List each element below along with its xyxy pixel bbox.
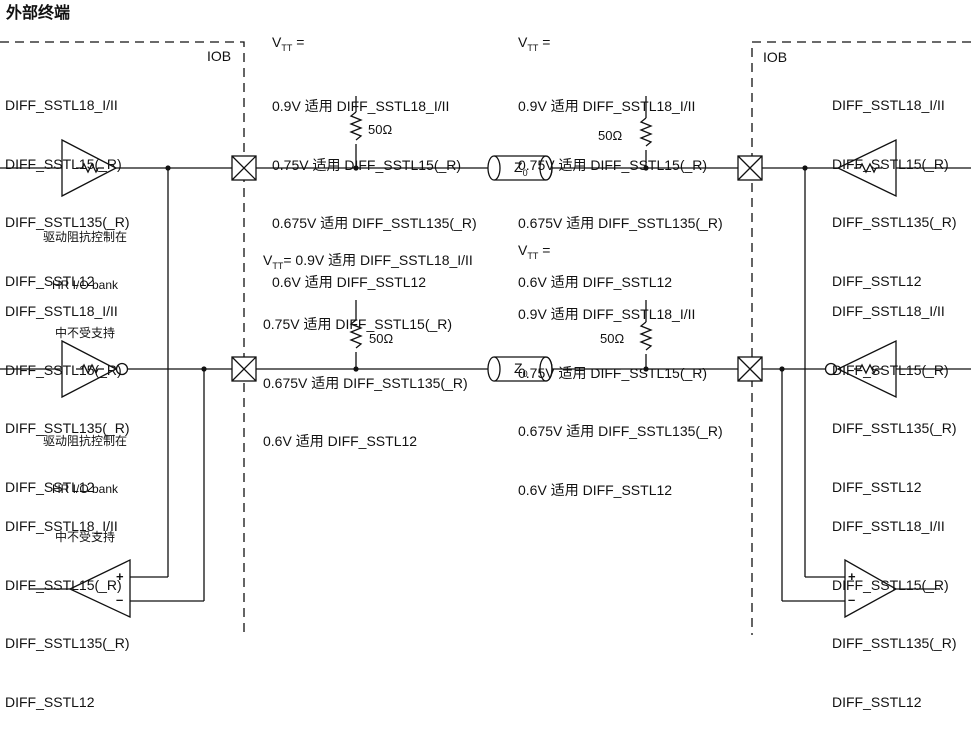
z0-label-top: Z0: [514, 159, 528, 178]
note-line: 驱动阻抗控制在: [42, 230, 127, 244]
right-pad-bottom: [737, 356, 763, 382]
vtt-line: 0.6V 适用 DIFF_SSTL12: [263, 433, 418, 450]
right-diff-receiver: [844, 558, 898, 619]
left-driver-top: [61, 138, 118, 198]
vtt-line: 0.9V 适用 DIFF_SSTL18_I/II: [518, 306, 696, 323]
std-line: DIFF_SSTL15(_R): [5, 361, 122, 378]
right-driver-top: [836, 138, 897, 198]
left-iob-label: IOB: [207, 48, 232, 64]
vtt-line: 0.75V 适用 DIFF_SSTL15(_R): [272, 156, 462, 173]
vtt-line: 0.75V 适用 DIFF_SSTL15(_R): [518, 364, 708, 381]
driver-note-top: 驱动阻抗控制在 HR I/O bank 中不受支持: [22, 197, 148, 357]
resistor-value-top-right: 50Ω: [598, 128, 623, 143]
std-line: DIFF_SSTL135(_R): [5, 635, 130, 651]
vtt-heading: VTT =: [518, 242, 551, 261]
vtt-heading: VTT= 0.9V 适用 DIFF_SSTL18_I/II: [263, 252, 473, 271]
std-line: DIFF_SSTL12: [5, 478, 95, 495]
std-line: DIFF_SSTL18_I/II: [832, 518, 945, 534]
vtt-line: 0.675V 适用 DIFF_SSTL135(_R): [518, 215, 723, 232]
std-line: DIFF_SSTL15(_R): [832, 576, 949, 593]
vtt-top-left: VTT = 0.9V 适用 DIFF_SSTL18_I/II 0.75V 适用 …: [272, 0, 477, 312]
std-line: DIFF_SSTL135(_R): [5, 420, 130, 436]
resistor-value-top-left: 50Ω: [368, 122, 393, 137]
page-title: 外部终端: [6, 5, 71, 22]
schematic-wires: [0, 41, 971, 635]
driver-note-bottom: 驱动阻抗控制在 HR I/O bank 中不受支持: [22, 401, 148, 561]
left-middle-standards: DIFF_SSTL18_I/II DIFF_SSTL15(_R) DIFF_SS…: [5, 263, 129, 517]
right-iob-label: IOB: [763, 49, 788, 65]
right-receiver-plus: +: [848, 569, 856, 584]
right-driver-bottom-bubble: [824, 362, 838, 376]
std-line: DIFF_SSTL18_I/II: [5, 518, 118, 534]
note-line: HR I/O bank: [51, 482, 119, 496]
note-line: 中不受支持: [54, 530, 115, 544]
right-receiver-minus: –: [848, 592, 856, 607]
left-pad-bottom: [231, 356, 257, 382]
vtt-line: 0.675V 适用 DIFF_SSTL135(_R): [518, 423, 723, 440]
left-receiver-plus: +: [116, 569, 124, 584]
std-line: DIFF_SSTL15(_R): [5, 155, 122, 172]
vtt-heading: VTT =: [272, 34, 305, 53]
z0-top: [487, 155, 553, 181]
left-driver-bottom-bubble: [115, 362, 129, 376]
vtt-line: 0.75V 适用 DIFF_SSTL15(_R): [518, 156, 708, 173]
std-line: DIFF_SSTL12: [5, 693, 95, 710]
resistor-top-left: [349, 111, 363, 141]
std-line: DIFF_SSTL135(_R): [832, 420, 957, 436]
std-line: DIFF_SSTL15(_R): [5, 576, 122, 593]
vtt-line: 0.675V 适用 DIFF_SSTL135(_R): [272, 215, 477, 232]
resistor-bottom-left: [349, 319, 363, 349]
std-line: DIFF_SSTL135(_R): [5, 214, 130, 230]
left-iob-box: [0, 41, 245, 635]
right-middle-standards: DIFF_SSTL18_I/II DIFF_SSTL15(_R) DIFF_SS…: [832, 263, 956, 517]
note-line: 中不受支持: [54, 326, 115, 340]
vtt-line: 0.9V 适用 DIFF_SSTL18_I/II: [272, 98, 450, 115]
left-diff-receiver: [68, 558, 131, 619]
left-receiver-minus: –: [116, 592, 124, 607]
z0-bottom: [487, 356, 553, 382]
std-line: DIFF_SSTL12: [832, 693, 922, 710]
std-line: DIFF_SSTL15(_R): [832, 155, 949, 172]
left-pad-top: [231, 155, 257, 181]
left-top-standards: DIFF_SSTL18_I/II DIFF_SSTL15(_R) DIFF_SS…: [5, 57, 129, 311]
resistor-value-bottom-left: 50Ω: [369, 331, 394, 346]
std-line: DIFF_SSTL18_I/II: [832, 303, 945, 319]
vtt-line: 0.6V 适用 DIFF_SSTL12: [518, 481, 673, 498]
right-iob-box: [751, 41, 971, 635]
diagram-stage: 外部终端 IOB IOB DIFF_SSTL18_I/II DIFF_SSTL1…: [0, 0, 971, 710]
std-line: DIFF_SSTL12: [832, 272, 922, 289]
std-line: DIFF_SSTL135(_R): [832, 635, 957, 651]
vtt-line: 0.9V 适用 DIFF_SSTL18_I/II: [518, 98, 696, 115]
resistor-bottom-right: [639, 321, 653, 351]
std-line: DIFF_SSTL135(_R): [832, 214, 957, 230]
std-line: DIFF_SSTL18_I/II: [5, 97, 118, 113]
note-line: 驱动阻抗控制在: [42, 434, 127, 448]
z0-label-bottom: Z0: [514, 360, 528, 379]
vtt-bottom-left: VTT= 0.9V 适用 DIFF_SSTL18_I/II 0.75V 适用 D…: [263, 212, 473, 471]
vtt-heading: VTT =: [518, 34, 551, 53]
right-driver-bottom: [836, 339, 897, 399]
std-line: DIFF_SSTL15(_R): [832, 361, 949, 378]
std-line: DIFF_SSTL12: [832, 478, 922, 495]
vtt-top-right: VTT = 0.9V 适用 DIFF_SSTL18_I/II 0.75V 适用 …: [518, 0, 723, 312]
std-line: DIFF_SSTL18_I/II: [832, 97, 945, 113]
resistor-value-bottom-right: 50Ω: [600, 331, 625, 346]
left-driver-bottom: [61, 339, 118, 399]
vtt-line: 0.6V 适用 DIFF_SSTL12: [518, 273, 673, 290]
vtt-line: 0.6V 适用 DIFF_SSTL12: [272, 273, 427, 290]
resistor-top-right: [639, 117, 653, 147]
vtt-bottom-right: VTT = 0.9V 适用 DIFF_SSTL18_I/II 0.75V 适用 …: [518, 202, 723, 520]
right-top-standards: DIFF_SSTL18_I/II DIFF_SSTL15(_R) DIFF_SS…: [832, 57, 956, 311]
std-line: DIFF_SSTL18_I/II: [5, 303, 118, 319]
vtt-line: 0.675V 适用 DIFF_SSTL135(_R): [263, 374, 468, 391]
note-line: HR I/O bank: [51, 278, 119, 292]
right-pad-top: [737, 155, 763, 181]
vtt-line: 0.75V 适用 DIFF_SSTL15(_R): [263, 316, 453, 333]
std-line: DIFF_SSTL12: [5, 272, 95, 289]
